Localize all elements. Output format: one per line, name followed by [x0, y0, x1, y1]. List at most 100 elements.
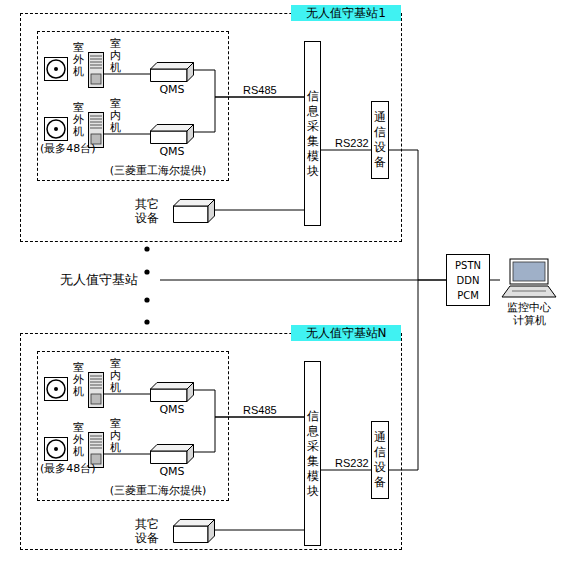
icon-part	[187, 383, 194, 402]
qms-icon	[150, 444, 194, 464]
icon-part	[45, 58, 68, 81]
icon-part	[174, 206, 209, 223]
icon-part	[151, 131, 188, 144]
station-boundary: 无人值守基站1(三菱重工海尔提供)室外机室内机QMS室外机室内机QMS信息采集模…	[20, 13, 402, 242]
node-label: (三菱重工海尔提供)	[88, 164, 228, 178]
icon-part	[90, 448, 102, 449]
icon-part	[47, 60, 65, 78]
outdoor-unit: 室外机	[44, 437, 68, 461]
outdoor-unit: 室外机	[44, 377, 68, 401]
icon-part	[187, 445, 194, 464]
node-label: 室外机	[72, 42, 84, 78]
node-label: QMS	[146, 146, 198, 158]
icon-part	[47, 380, 65, 398]
icon-part	[90, 379, 102, 380]
station-boundary: 无人值守基站N(三菱重工海尔提供)室外机室内机QMS室外机室内机QMS信息采集模…	[20, 333, 402, 550]
icon-part	[90, 62, 102, 63]
icon-part	[47, 440, 65, 458]
node-label: 监控中心 计算机	[500, 301, 558, 327]
icon-part	[90, 436, 102, 437]
icon-part	[512, 291, 546, 292]
icon-part	[90, 125, 102, 126]
icon-part	[90, 59, 102, 60]
qms-box: QMS	[150, 124, 194, 144]
qms-icon	[150, 382, 194, 402]
node-label: PSTN DDN PCM	[447, 255, 489, 305]
icon-part	[151, 383, 194, 390]
node-label: 室内机	[109, 38, 121, 74]
fan-icon	[44, 117, 68, 141]
acquisition-module: 信息采集模块	[304, 41, 321, 226]
icon-part	[54, 127, 58, 131]
icon-part	[208, 520, 215, 543]
connector	[104, 394, 150, 395]
icon-part	[90, 68, 102, 69]
icon-part	[90, 388, 102, 389]
connector	[194, 70, 304, 97]
icon-part	[90, 122, 102, 123]
connector	[194, 97, 304, 132]
node-label: QMS	[146, 466, 198, 478]
icon-part	[90, 119, 102, 120]
connector	[389, 150, 446, 280]
icon-part	[90, 116, 102, 117]
icon-part	[54, 67, 58, 71]
annotation: 无人值守基站	[60, 272, 138, 288]
node-label: 信息采集模块	[305, 362, 320, 545]
aircon-group: (三菱重工海尔提供)室外机室内机QMS室外机室内机QMS	[37, 31, 229, 181]
aircon-group: (三菱重工海尔提供)室外机室内机QMS室外机室内机QMS	[37, 351, 229, 501]
node-label: 无人值守基站N	[291, 325, 401, 341]
icon-part	[91, 74, 101, 84]
connector	[215, 210, 304, 211]
icon-part	[89, 373, 104, 408]
other-device: 其它 设备	[173, 199, 215, 223]
other-device: 其它 设备	[173, 519, 215, 543]
icon-part	[54, 387, 58, 391]
indoor-unit: 室内机	[88, 372, 104, 408]
connector	[321, 150, 371, 151]
node-label: 室内机	[109, 418, 121, 454]
node-label: QMS	[146, 404, 198, 416]
annotation: (最多48台)	[40, 462, 96, 476]
node-label: 通信设备	[372, 102, 388, 178]
icon-part	[45, 118, 68, 141]
node-label: (三菱重工海尔提供)	[88, 484, 228, 498]
icon-part	[45, 378, 68, 401]
icon-part	[90, 445, 102, 446]
ellipsis-dot	[144, 319, 149, 324]
signal-name: RS485	[243, 84, 277, 96]
indoor-unit: 室内机	[88, 52, 104, 88]
comm-device: 通信设备	[371, 101, 389, 179]
node-label: 通信设备	[372, 422, 388, 498]
node-label: 室外机	[72, 102, 84, 138]
ellipsis-dot	[144, 297, 149, 302]
fan-icon	[44, 377, 68, 401]
icon-part	[90, 385, 102, 386]
icon-part	[151, 389, 188, 402]
node-label: 其它 设备	[133, 197, 161, 225]
connector	[104, 134, 150, 135]
connector	[490, 280, 500, 281]
node-label: 室外机	[72, 422, 84, 458]
annotation: (最多48台)	[40, 142, 96, 156]
qms-box: QMS	[150, 382, 194, 402]
indoor-icon	[88, 372, 104, 408]
other-icon	[173, 519, 215, 543]
node-label: 室内机	[109, 98, 121, 134]
icon-part	[90, 442, 102, 443]
icon-part	[502, 286, 556, 297]
connector	[215, 530, 304, 531]
qms-box: QMS	[150, 62, 194, 82]
other-icon	[173, 199, 215, 223]
icon-part	[90, 128, 102, 129]
icon-part	[90, 439, 102, 440]
acquisition-module: 信息采集模块	[304, 361, 321, 546]
signal-name: RS232	[335, 137, 369, 149]
icon-part	[510, 259, 548, 284]
connector	[194, 390, 304, 417]
icon-part	[151, 69, 188, 82]
icon-part	[174, 526, 209, 543]
outdoor-unit: 室外机	[44, 117, 68, 141]
monitor-computer: 监控中心 计算机	[500, 258, 558, 324]
